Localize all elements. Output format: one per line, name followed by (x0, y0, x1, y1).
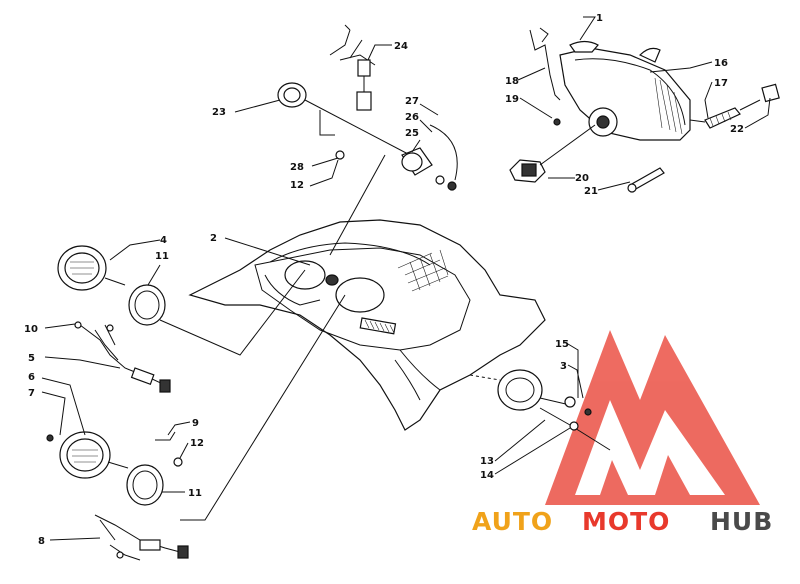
callout-14: 14 (480, 470, 494, 481)
watermark-moto: MOTO (582, 507, 670, 536)
headlight-bulb (509, 124, 596, 183)
callout-24: 24 (394, 41, 408, 52)
callout-11-upper: 11 (155, 251, 169, 262)
right-indicator-housing (469, 369, 611, 451)
callout-26: 26 (405, 112, 419, 123)
callout-6: 6 (28, 372, 35, 383)
callout-28: 28 (290, 162, 304, 173)
tachometer (46, 431, 129, 479)
callout-17: 17 (714, 78, 728, 89)
assembly-line (180, 294, 346, 521)
callout-27: 27 (405, 96, 419, 107)
callout-9: 9 (192, 418, 199, 429)
dash-panel (188, 219, 546, 431)
callout-13: 13 (480, 456, 494, 467)
callout-18: 18 (505, 76, 519, 87)
callout-23: 23 (212, 107, 226, 118)
indicator-lamp-housing (277, 82, 411, 156)
speedometer-harness (74, 321, 171, 393)
speedometer (57, 245, 126, 291)
gauge-bulb (155, 431, 183, 467)
adjuster-screw (689, 83, 780, 129)
callout-4: 4 (160, 235, 167, 246)
lamp-socket (401, 124, 458, 191)
callout-2: 2 (210, 233, 217, 244)
callout-5: 5 (28, 353, 35, 364)
screw-19-icon (553, 118, 561, 126)
dash-grille (397, 249, 449, 292)
assembly-line (159, 269, 306, 356)
callout-7: 7 (28, 388, 35, 399)
callout-19: 19 (505, 94, 519, 105)
lamp-wiring-harness (329, 24, 376, 111)
leader-lines (41, 16, 771, 541)
callout-16: 16 (714, 58, 728, 69)
watermark-auto: AUTO (472, 507, 553, 536)
callout-11-lower: 11 (188, 488, 202, 499)
callout-21: 21 (584, 186, 598, 197)
watermark-text: AUTO MOTO HUB (472, 507, 773, 536)
mounting-screw (627, 167, 665, 193)
callout-22: 22 (730, 124, 744, 135)
callout-3: 3 (560, 361, 567, 372)
callout-1: 1 (596, 13, 603, 24)
callout-8: 8 (38, 536, 45, 547)
bulb-28-icon (335, 150, 345, 160)
callout-15: 15 (555, 339, 569, 350)
callout-10: 10 (24, 324, 38, 335)
callout-12-upper: 12 (290, 180, 304, 191)
callout-20: 20 (575, 173, 589, 184)
tachometer-harness (94, 514, 189, 561)
callout-labels: 1 2 3 4 5 6 7 8 9 10 11 11 12 12 13 14 1… (24, 13, 744, 547)
assembly-line (329, 154, 386, 256)
callout-12-lower: 12 (190, 438, 204, 449)
watermark-hub: HUB (710, 507, 773, 536)
watermark-logo-icon (545, 330, 760, 505)
callout-25: 25 (405, 128, 419, 139)
